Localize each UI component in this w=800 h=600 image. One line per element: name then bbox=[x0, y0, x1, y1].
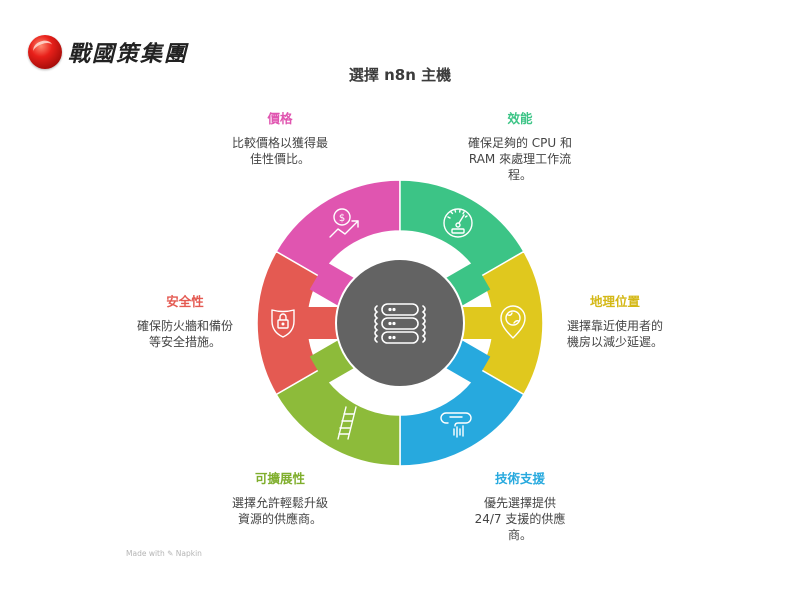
label-price: 價格 比較價格以獲得最 佳性價比。 bbox=[200, 108, 360, 167]
desc-line: 24/7 支援的供應 bbox=[474, 512, 566, 526]
dollar-growth-icon: $ bbox=[329, 208, 359, 238]
label-security-title: 安全性 bbox=[166, 294, 204, 309]
desc-line: 機房以減少延遲。 bbox=[566, 335, 663, 349]
label-price-title: 價格 bbox=[267, 111, 293, 126]
red-sphere-logo-icon bbox=[28, 35, 62, 69]
company-logo: 戰國策集團 bbox=[28, 32, 188, 72]
selection-wheel: $ bbox=[256, 179, 544, 467]
desc-line: RAM 來處理工作流 bbox=[468, 152, 572, 166]
desc-line: 資源的供應商。 bbox=[237, 512, 322, 526]
ladder-icon bbox=[337, 406, 357, 440]
label-price-desc: 比較價格以獲得最 佳性價比。 bbox=[200, 135, 360, 167]
label-scalability-title: 可擴展性 bbox=[254, 471, 305, 486]
label-location-title: 地理位置 bbox=[589, 294, 640, 309]
desc-line: 等安全措施。 bbox=[148, 335, 221, 349]
desc-line: 選擇靠近使用者的 bbox=[566, 319, 663, 333]
label-scalability-desc: 選擇允許輕鬆升級 資源的供應商。 bbox=[200, 495, 360, 527]
svg-text:$: $ bbox=[339, 213, 345, 224]
diagram-title: 選擇 n8n 主機 bbox=[348, 66, 452, 84]
logo-text: 戰國策集團 bbox=[68, 41, 189, 67]
label-support-desc: 優先選擇提供 24/7 支援的供應 商。 bbox=[440, 495, 600, 543]
desc-line: 程。 bbox=[507, 168, 532, 182]
label-performance-desc: 確保足夠的 CPU 和 RAM 來處理工作流 程。 bbox=[440, 135, 600, 183]
shield-lock-icon bbox=[271, 309, 295, 338]
desc-line: 商。 bbox=[507, 528, 532, 542]
label-support: 技術支援 優先選擇提供 24/7 支援的供應 商。 bbox=[440, 468, 600, 543]
label-security-desc: 確保防火牆和備份 等安全措施。 bbox=[105, 318, 265, 350]
desc-line: 佳性價比。 bbox=[249, 152, 310, 166]
center-hub bbox=[335, 258, 465, 388]
label-performance: 效能 確保足夠的 CPU 和 RAM 來處理工作流 程。 bbox=[440, 108, 600, 183]
label-support-title: 技術支援 bbox=[494, 471, 545, 486]
desc-line: 優先選擇提供 bbox=[483, 496, 556, 510]
label-scalability: 可擴展性 選擇允許輕鬆升級 資源的供應商。 bbox=[200, 468, 360, 527]
label-performance-title: 效能 bbox=[507, 111, 533, 126]
desc-line: 選擇允許輕鬆升級 bbox=[231, 496, 328, 510]
desc-line: 確保足夠的 CPU 和 bbox=[467, 136, 573, 150]
label-location: 地理位置 選擇靠近使用者的 機房以減少延遲。 bbox=[535, 291, 695, 350]
speedometer-icon bbox=[443, 208, 473, 238]
support-shower-icon bbox=[440, 412, 472, 438]
server-stack-icon bbox=[374, 303, 426, 344]
desc-line: 確保防火牆和備份 bbox=[136, 319, 233, 333]
desc-line: 比較價格以獲得最 bbox=[231, 136, 328, 150]
made-with-napkin: Made with ✎ Napkin bbox=[126, 549, 202, 558]
label-location-desc: 選擇靠近使用者的 機房以減少延遲。 bbox=[535, 318, 695, 350]
globe-pin-icon bbox=[500, 305, 526, 339]
label-security: 安全性 確保防火牆和備份 等安全措施。 bbox=[105, 291, 265, 350]
